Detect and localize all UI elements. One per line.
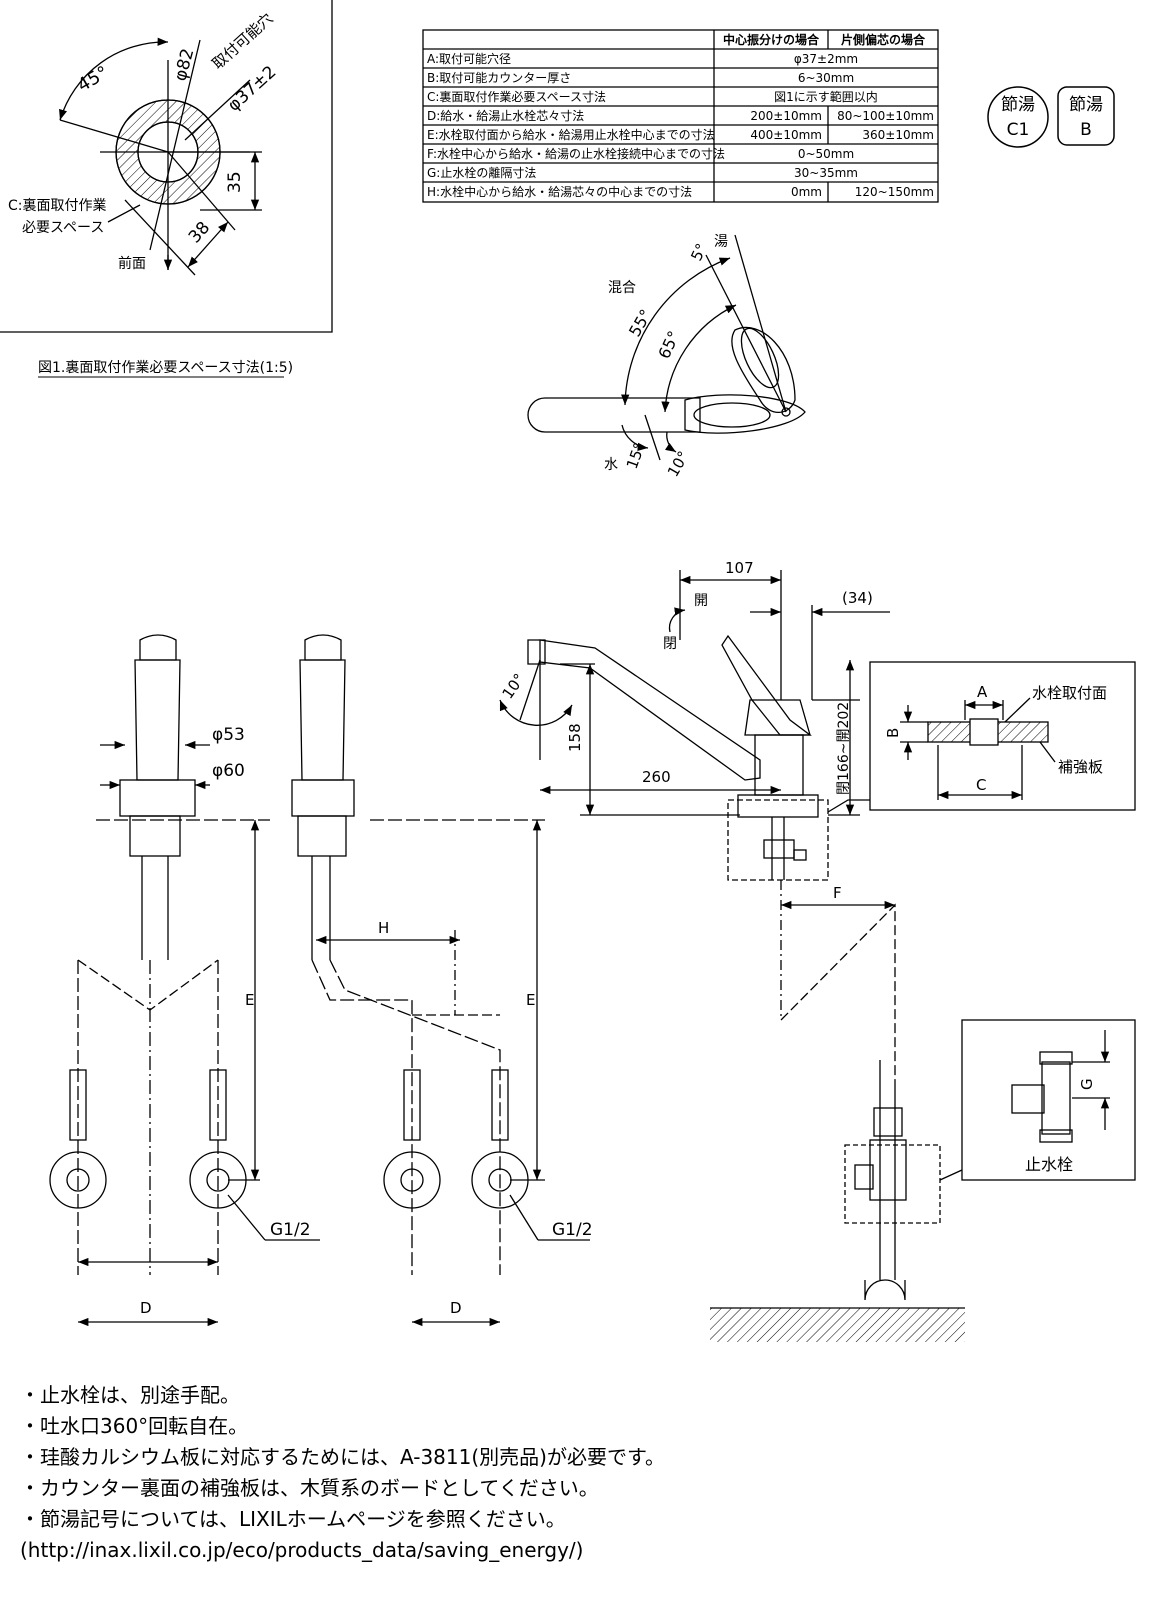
dim-e-right-label: E bbox=[526, 991, 535, 1009]
angle-15-label: 15° bbox=[623, 440, 649, 471]
table-row-c-label: C:裏面取付作業必要スペース寸法 bbox=[427, 89, 606, 104]
lever-height-range-label: 閉166~開202 bbox=[836, 702, 852, 795]
table-row-g-value: 30~35mm bbox=[794, 166, 858, 180]
table-row-a-value: φ37±2mm bbox=[794, 52, 858, 66]
hot-label: 湯 bbox=[714, 233, 728, 250]
g12-right-label: G1/2 bbox=[552, 1220, 593, 1240]
angle-55-label: 55° bbox=[625, 306, 656, 340]
badge-c1-top: 節湯 bbox=[1001, 95, 1035, 115]
table-row-b-label: B:取付可能カウンター厚さ bbox=[427, 71, 571, 85]
notes-block: ・止水栓は、別途手配。 ・吐水口360°回転自在。 ・珪酸カルシウム板に対応する… bbox=[20, 1380, 1140, 1566]
dim-34-label: (34) bbox=[842, 589, 873, 607]
spec-table bbox=[422, 29, 939, 203]
space-label-1: C:裏面取付作業 bbox=[8, 197, 107, 214]
dim-d-left-label: D bbox=[140, 1299, 152, 1317]
valve-detail bbox=[710, 1019, 1136, 1342]
detail-b-label: B bbox=[884, 728, 902, 738]
table-row-f-value: 0~50mm bbox=[798, 147, 854, 161]
badge-c1-bottom: C1 bbox=[1007, 120, 1030, 140]
dim-h-label: H bbox=[378, 919, 389, 937]
note-item: ・吐水口360°回転自在。 bbox=[20, 1414, 249, 1438]
spec-table-text: 中心振分けの場合 片側偏芯の場合 A:取付可能穴径 φ37±2mm B:取付可能… bbox=[427, 32, 934, 199]
space-label-2: 必要スペース bbox=[22, 220, 104, 236]
detail-g-label: G bbox=[1078, 1078, 1096, 1090]
detail-counter bbox=[869, 661, 1136, 811]
dim-107-label: 107 bbox=[725, 559, 754, 577]
dim-e-left-label: E bbox=[245, 991, 254, 1009]
table-row-f-label: F:水栓中心から給水・給湯の止水栓接続中心までの寸法 bbox=[427, 146, 725, 161]
note-item: ・節湯記号については、LIXILホームページを参照ください。 bbox=[20, 1507, 566, 1531]
table-row-d-center: 200±10mm bbox=[750, 109, 822, 123]
badge-b-top: 節湯 bbox=[1069, 95, 1103, 115]
table-row-d-offset: 80~100±10mm bbox=[837, 109, 934, 123]
dim-d-right-label: D bbox=[450, 1299, 462, 1317]
badge-setsuyu-b: 節湯 B bbox=[1057, 86, 1115, 146]
table-row-e-center: 400±10mm bbox=[750, 128, 822, 142]
table-row-e-label: E:水栓取付面から給水・給湯用止水栓中心までの寸法 bbox=[427, 127, 715, 142]
angle-65-label: 65° bbox=[654, 328, 683, 362]
side-view-faucet bbox=[499, 570, 896, 1080]
table-row-h-label: H:水栓中心から給水・給湯芯々の中心までの寸法 bbox=[427, 184, 692, 199]
reinforce-plate-label: 補強板 bbox=[1058, 758, 1103, 776]
note-item: ・止水栓は、別途手配。 bbox=[20, 1383, 240, 1407]
table-row-h-center: 0mm bbox=[791, 185, 822, 199]
table-header-offset: 片側偏芯の場合 bbox=[841, 32, 926, 47]
table-row-g-label: G:止水栓の離隔寸法 bbox=[427, 165, 536, 180]
table-row-e-offset: 360±10mm bbox=[862, 128, 934, 142]
figure-1-caption: 図1.裏面取付作業必要スペース寸法(1:5) bbox=[38, 359, 293, 376]
front-view-right bbox=[291, 634, 590, 1327]
dim-35-label: 35 bbox=[225, 171, 245, 193]
open-label: 開 bbox=[694, 593, 708, 609]
figure-1-back-space bbox=[0, 0, 333, 333]
detail-c-label: C bbox=[976, 776, 986, 794]
note-item: ・珪酸カルシウム板に対応するためには、A-3811(別売品)が必要です。 bbox=[20, 1445, 665, 1469]
g12-left-label: G1/2 bbox=[270, 1220, 311, 1240]
stop-valve-label: 止水栓 bbox=[1025, 1155, 1073, 1174]
close-label: 閉 bbox=[663, 636, 677, 652]
badge-setsuyu-c1: 節湯 C1 bbox=[987, 86, 1049, 148]
angle-10-label: 10° bbox=[664, 448, 693, 480]
water-label: 水 bbox=[604, 457, 618, 473]
phi53-label: φ53 bbox=[212, 725, 245, 745]
badge-b-bottom: B bbox=[1080, 120, 1092, 140]
top-view-lever bbox=[527, 234, 806, 461]
note-item: ・カウンター裏面の補強板は、木質系のボードとしてください。 bbox=[20, 1476, 599, 1500]
angle-45-label: 45° bbox=[74, 62, 112, 96]
angle-5-label: 5° bbox=[687, 241, 711, 264]
dim-f-label: F bbox=[833, 884, 842, 902]
front-view-left bbox=[49, 634, 320, 1327]
phi82-label: φ82 bbox=[171, 46, 199, 83]
phi60-label: φ60 bbox=[212, 761, 245, 781]
table-row-c-value: 図1に示す範囲以内 bbox=[774, 89, 878, 104]
detail-a-label: A bbox=[977, 683, 988, 701]
dim-260-label: 260 bbox=[642, 768, 671, 786]
spout-angle-label: 10° bbox=[499, 670, 529, 702]
hole-dim-label: φ37±2 bbox=[224, 62, 280, 116]
mount-surface-label: 水栓取付面 bbox=[1032, 684, 1107, 702]
mix-label: 混合 bbox=[608, 280, 636, 296]
front-label: 前面 bbox=[118, 255, 146, 272]
table-row-h-offset: 120~150mm bbox=[855, 185, 934, 199]
table-row-d-label: D:給水・給湯止水栓芯々寸法 bbox=[427, 108, 584, 123]
table-header-center: 中心振分けの場合 bbox=[723, 32, 820, 47]
table-row-a-label: A:取付可能穴径 bbox=[427, 51, 511, 66]
note-url: (http://inax.lixil.co.jp/eco/products_da… bbox=[20, 1538, 584, 1562]
table-row-b-value: 6~30mm bbox=[798, 71, 854, 85]
dim-158-label: 158 bbox=[566, 723, 584, 752]
